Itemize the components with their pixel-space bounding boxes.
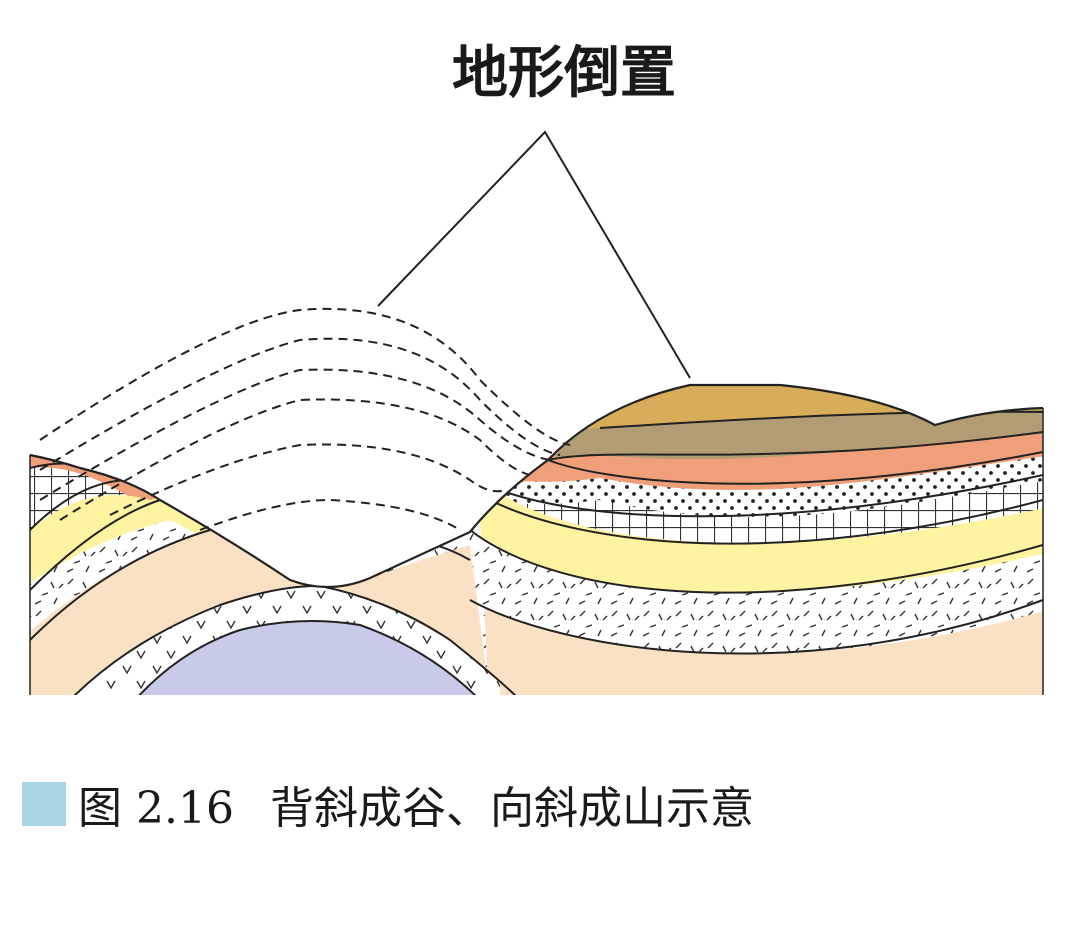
layer-boundaries bbox=[30, 410, 1043, 695]
caption-square-icon bbox=[22, 782, 66, 826]
caption-text: 背斜成谷、向斜成山示意 bbox=[269, 783, 754, 834]
figure-number: 图 2.16 bbox=[78, 783, 234, 834]
layer-core bbox=[135, 621, 480, 695]
diagram-title: 地形倒置 bbox=[452, 41, 676, 106]
figure-caption: 图 2.16 背斜成谷、向斜成山示意 bbox=[22, 774, 754, 834]
anticline-layers bbox=[30, 440, 500, 695]
eroded-layers-dashed bbox=[39, 307, 571, 531]
pointer-lines bbox=[377, 130, 691, 379]
ground-surface bbox=[29, 383, 1044, 589]
